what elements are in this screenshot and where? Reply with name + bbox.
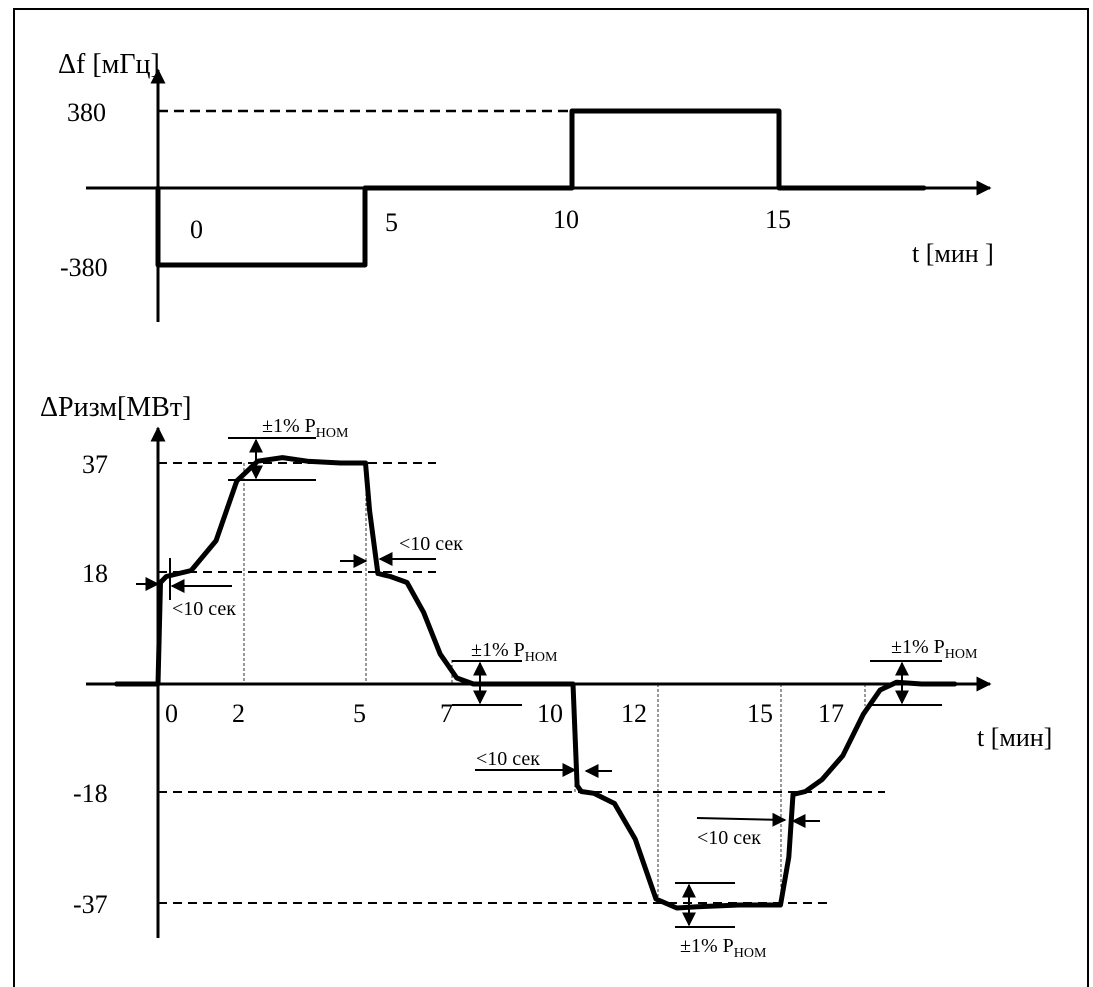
time-marker-t5: <10 сек <box>340 533 463 568</box>
time-marker-t0: <10 сек <box>136 558 236 620</box>
power-x-tick-7: 7 <box>440 699 453 728</box>
freq-series-line <box>155 108 927 268</box>
freq-x-tick-5: 5 <box>385 208 398 237</box>
tolerance-band-37: ±1% PНОМ <box>228 415 349 481</box>
freq-x-tick-10: 10 <box>553 205 579 234</box>
power-series-line <box>114 455 958 911</box>
power-x-tick-2: 2 <box>232 699 245 728</box>
figure-frame <box>13 8 1089 987</box>
time-marker-t10: <10 сек <box>475 748 612 778</box>
power-y-tick-37: 37 <box>82 450 108 479</box>
power-x-tick-12: 12 <box>621 699 647 728</box>
freq-y-axis-label: Δf [мГц] <box>58 49 160 80</box>
power-y-tick-minus18: -18 <box>73 779 108 808</box>
time-label: <10 сек <box>697 827 761 849</box>
power-x-tick-15: 15 <box>747 699 773 728</box>
power-x-tick-5: 5 <box>353 699 366 728</box>
power-x-tick-0: 0 <box>165 699 178 728</box>
tolerance-band-zero-7: ±1% PНОМ <box>452 639 558 706</box>
power-x-tick-17: 17 <box>818 699 844 728</box>
freq-x-axis-label: t [мин ] <box>912 239 994 268</box>
time-label: <10 сек <box>172 598 236 620</box>
tolerance-band-zero-17: ±1% PНОМ <box>870 636 978 706</box>
tolerance-label: ±1% PНОМ <box>471 639 558 665</box>
freq-y-tick-minus380: -380 <box>60 253 108 282</box>
power-y-tick-18: 18 <box>82 559 108 588</box>
tolerance-label: ±1% PНОМ <box>891 636 978 662</box>
freq-y-tick-380: 380 <box>67 98 106 127</box>
frequency-chart: Δf [мГц] 380 -380 0 5 10 15 t [мин ] <box>58 49 994 322</box>
tolerance-label: ±1% PНОМ <box>680 935 767 961</box>
time-label: <10 сек <box>476 748 540 770</box>
power-x-tick-10: 10 <box>537 699 563 728</box>
tolerance-label: ±1% PНОМ <box>262 415 349 441</box>
power-chart: ΔPизм[МВт] 37 18 -18 -37 0 2 5 7 10 12 1… <box>40 392 1052 961</box>
time-label: <10 сек <box>399 533 463 555</box>
freq-x-tick-15: 15 <box>765 205 791 234</box>
power-y-axis-label: ΔPизм[МВт] <box>40 392 191 423</box>
time-marker-t15: <10 сек <box>696 812 820 849</box>
tolerance-band-minus37: ±1% PНОМ <box>675 882 767 961</box>
power-y-tick-minus37: -37 <box>73 890 108 919</box>
power-x-axis-label: t [мин] <box>977 723 1052 752</box>
freq-x-tick-0: 0 <box>190 215 203 244</box>
